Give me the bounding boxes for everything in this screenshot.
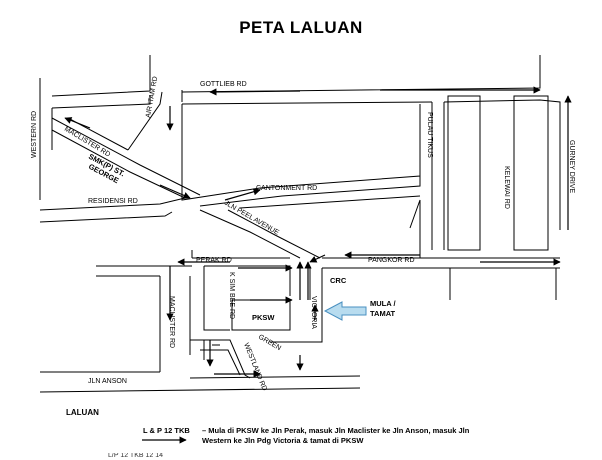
kelawai-road-label: KELEWAI RD bbox=[503, 166, 510, 209]
sim-bee-road-label: K SIM BEE RD bbox=[228, 272, 235, 319]
cut-off-text: L/P 12 TKB 12 14 bbox=[108, 453, 164, 459]
arrow-left-icon bbox=[323, 301, 367, 321]
start-end-label-line1: MULA / bbox=[370, 299, 396, 308]
cantonment-block bbox=[181, 104, 421, 201]
sim-bee-road bbox=[204, 265, 291, 296]
peel-road-label: JLN PEEL AVENUE bbox=[223, 200, 280, 237]
pksw-label: PKSW bbox=[252, 313, 275, 322]
residensi-road-label: RESIDENSI RD bbox=[88, 198, 138, 205]
air-itam-road-label: AIR ITAM RD bbox=[145, 76, 159, 118]
map-title: PETA LALUAN bbox=[239, 18, 363, 37]
road-network bbox=[39, 55, 561, 393]
route-description: – Mula di PKSW ke Jln Perak, masuk Jln M… bbox=[202, 426, 470, 445]
western-road-label: WESTERN RD bbox=[31, 111, 38, 158]
cantonment-road bbox=[199, 176, 421, 207]
green-road-label: GREEN bbox=[257, 334, 282, 353]
route-arrows bbox=[64, 86, 572, 378]
residensi-road bbox=[39, 197, 186, 211]
air-itam-road bbox=[127, 91, 163, 151]
anson-road-label: JLN ANSON bbox=[88, 378, 127, 385]
crc-label: CRC bbox=[330, 276, 347, 285]
gottlieb-road-label: GOTTLIEB RD bbox=[200, 81, 247, 88]
victoria-road-label: VICTORIA bbox=[310, 296, 317, 329]
gottlieb-road bbox=[51, 55, 151, 97]
peel-road bbox=[199, 209, 301, 259]
westland-road bbox=[190, 339, 251, 379]
pulau-tikus-road-label: PULAU TIKUS bbox=[426, 112, 433, 158]
pangkor-road-label: PANGKOR RD bbox=[368, 257, 415, 264]
maclister-upper-road-label: MACLISTER RD bbox=[63, 126, 111, 159]
maclister-upper-road bbox=[51, 117, 201, 196]
perak-road-label: PERAK RD bbox=[196, 257, 232, 264]
route-name: L & P 12 TKB bbox=[143, 426, 190, 435]
legend-title: LALUAN bbox=[66, 408, 99, 417]
start-end-label-line2: TAMAT bbox=[370, 309, 396, 318]
gurney-road-label: GURNEY DRIVE bbox=[568, 140, 575, 193]
cantonment-road-label: CANTONMENT RD bbox=[256, 185, 317, 192]
westland-road-label: WESTLAND RD bbox=[242, 342, 268, 392]
maclister-lower-road-label: MACLISTER RD bbox=[168, 296, 175, 348]
